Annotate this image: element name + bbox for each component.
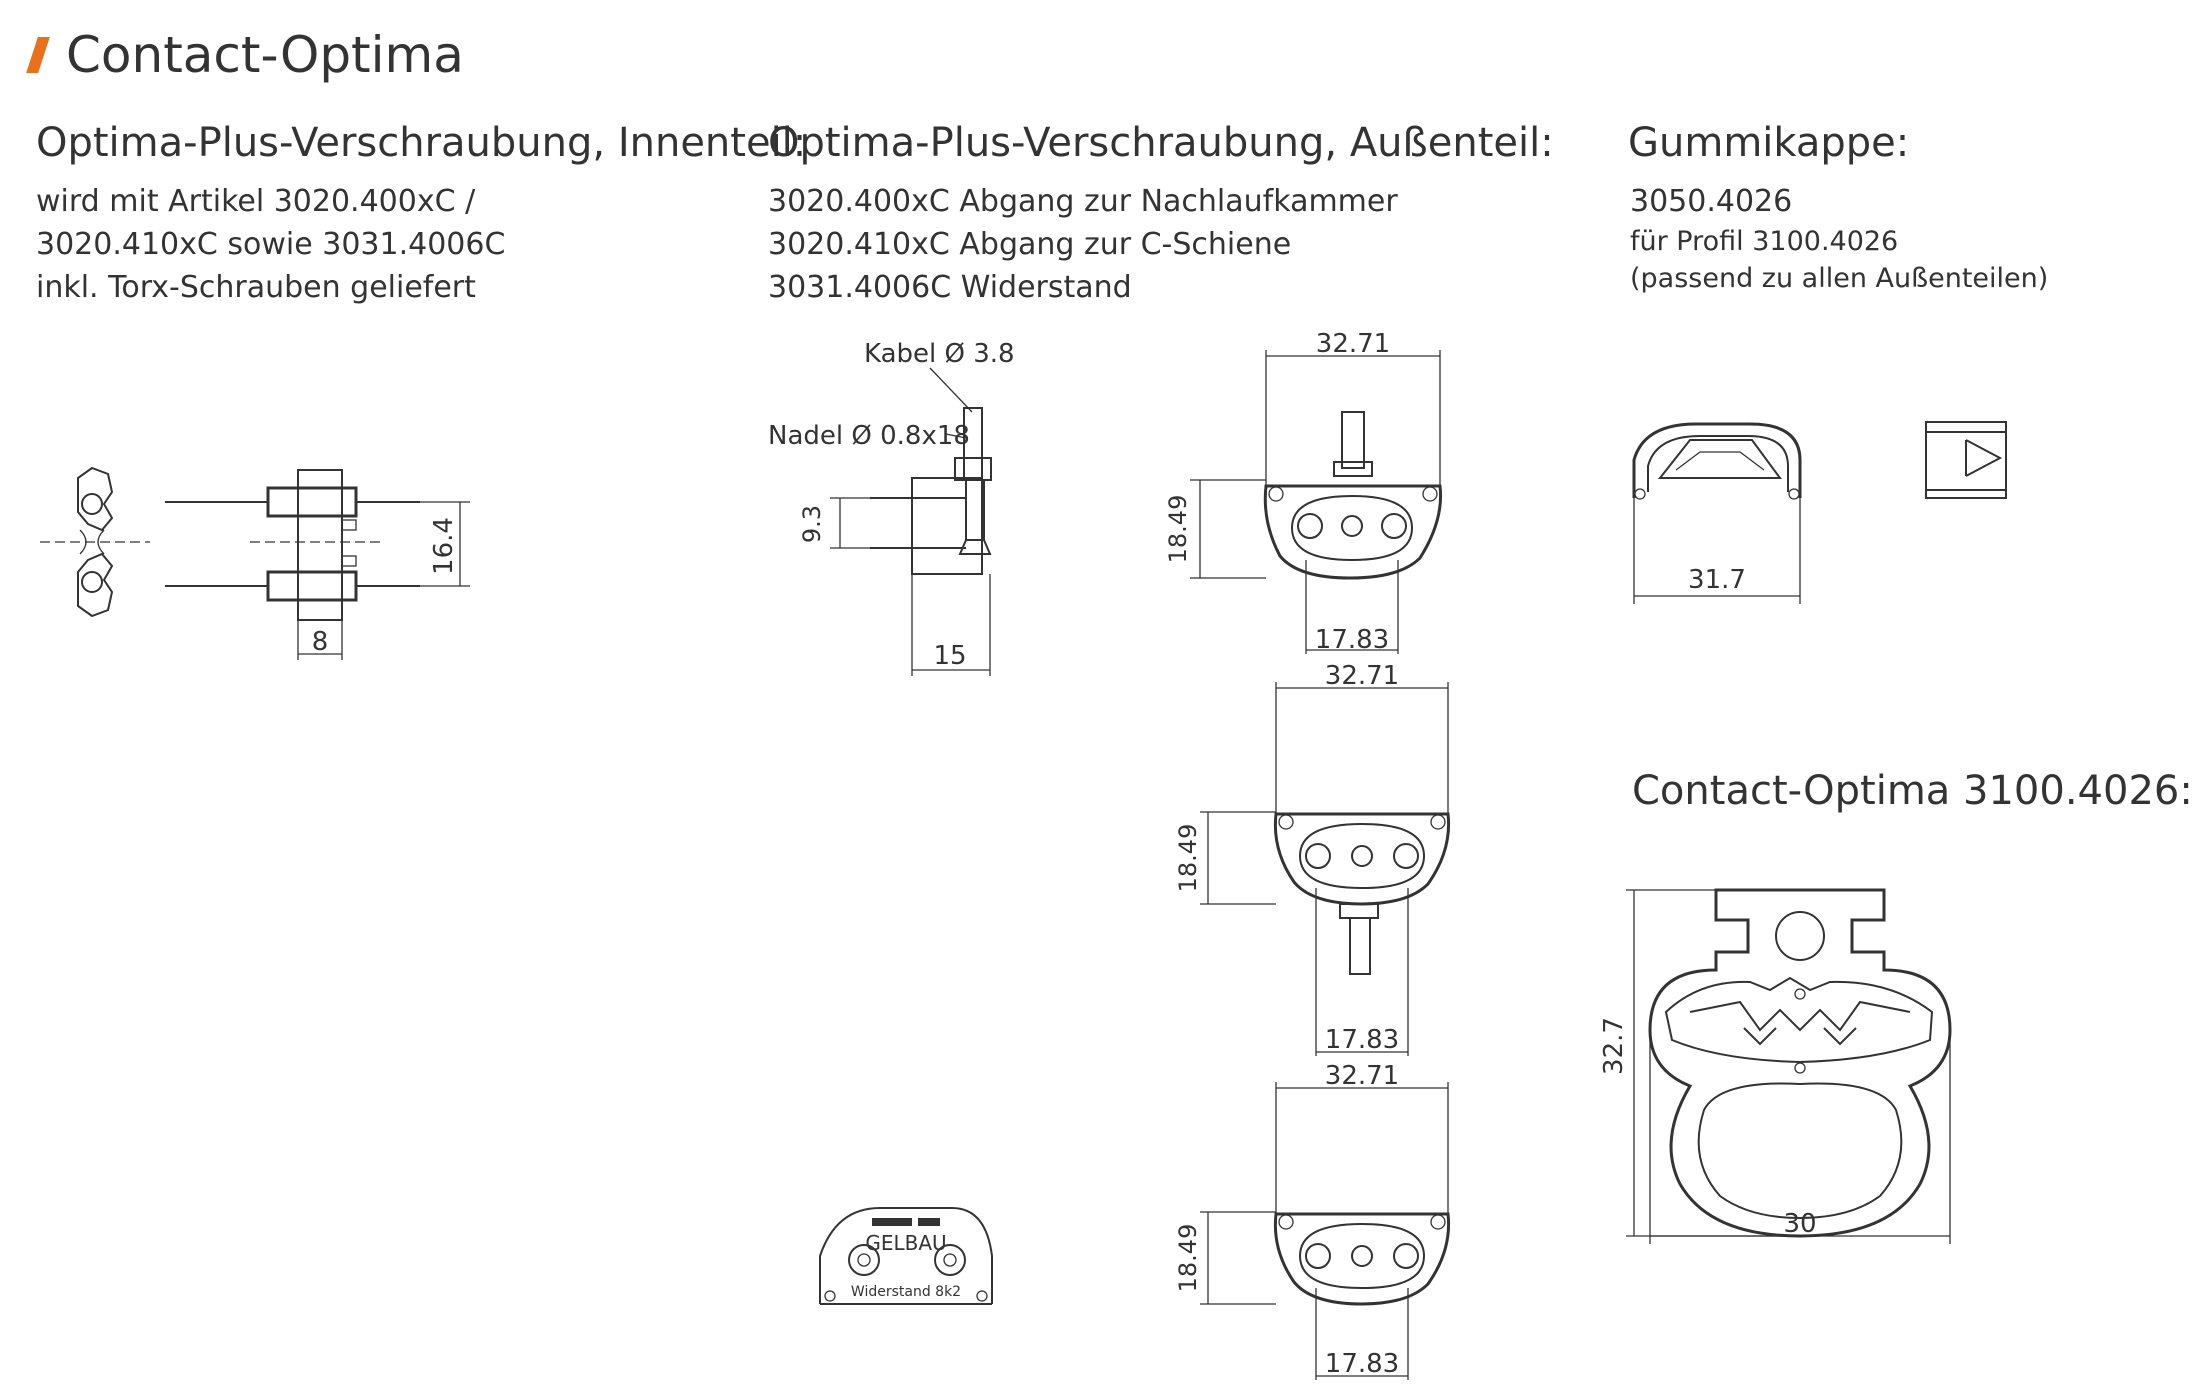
outer-part-side-view: Kabel Ø 3.8 Nadel Ø 0.8x18 9.3 15 — [768, 339, 1015, 676]
profile-drawing: 32.7 30 — [1599, 888, 1952, 1244]
inner-width-dim: 8 — [312, 627, 329, 657]
plate-caption: Widerstand 8k2 — [851, 1284, 961, 1300]
outer-height-dim-1: 18.49 — [1164, 495, 1192, 564]
outer-inner-width-dim-1: 17.83 — [1315, 625, 1389, 655]
outer-section-text: 3020.400xC Abgang zur Nachlaufkammer 302… — [768, 180, 1398, 309]
resistor-plate: GELBAU Widerstand 8k2 — [819, 1207, 993, 1305]
inner-height-dim: 16.4 — [429, 517, 459, 575]
profile-height-dim: 32.7 — [1599, 1017, 1629, 1075]
outer-front-view-2: 32.71 18.49 17.83 — [1174, 661, 1451, 1056]
cap-number: 3050.4026 — [1630, 184, 1793, 219]
cap-width-dim: 31.7 — [1688, 565, 1746, 595]
rubber-cap-side — [1925, 421, 2007, 499]
outer-line-1: 3020.400xC Abgang zur Nachlaufkammer — [768, 184, 1398, 219]
inner-part-front-view — [40, 466, 150, 618]
outer-width-dim-1: 32.71 — [1316, 329, 1390, 359]
inner-part-side-view: 16.4 8 — [165, 469, 470, 660]
outer-line-3: 3031.4006C Widerstand — [768, 270, 1132, 305]
outer-width-dim-3: 32.71 — [1325, 1061, 1399, 1091]
outer-section-title: Optima-Plus-Verschraubung, Außenteil: — [768, 120, 1554, 166]
outer-inner-width-dim-3: 17.83 — [1325, 1349, 1399, 1379]
inner-line-1: wird mit Artikel 3020.400xC / — [36, 184, 476, 219]
outer-height-dim-2: 18.49 — [1174, 824, 1202, 893]
inner-line-2: 3020.410xC sowie 3031.4006C — [36, 227, 506, 262]
plate-brand: GELBAU — [865, 1231, 946, 1255]
profile-section-title: Contact-Optima 3100.4026: — [1632, 768, 2193, 814]
outer-front-view-3: 32.71 18.49 17.83 — [1174, 1061, 1451, 1380]
outer-width-dim-2: 32.71 — [1325, 661, 1399, 691]
needle-label: Nadel Ø 0.8x18 — [768, 421, 970, 451]
side-width-dim: 15 — [933, 641, 966, 671]
outer-inner-width-dim-2: 17.83 — [1325, 1025, 1399, 1055]
side-height-dim: 9.3 — [798, 505, 826, 543]
rubber-cap-front: 31.7 — [1632, 422, 1802, 604]
cap-section-text: 3050.4026 für Profil 3100.4026 (passend … — [1630, 180, 2048, 297]
plate-logo-bars-icon — [872, 1218, 912, 1226]
outer-front-view-1: 32.71 18.49 17.83 — [1164, 329, 1443, 655]
outer-height-dim-3: 18.49 — [1174, 1224, 1202, 1293]
inner-section-text: wird mit Artikel 3020.400xC / 3020.410xC… — [36, 180, 505, 309]
cap-line-2: (passend zu allen Außenteilen) — [1630, 263, 2049, 294]
profile-width-dim: 30 — [1783, 1209, 1816, 1239]
cable-label: Kabel Ø 3.8 — [864, 339, 1015, 369]
page-title-text: Contact-Optima — [66, 26, 464, 84]
page-title: Contact-Optima — [26, 26, 464, 84]
inner-line-3: inkl. Torx-Schrauben geliefert — [36, 270, 476, 305]
outer-line-2: 3020.410xC Abgang zur C-Schiene — [768, 227, 1292, 262]
cap-section-title: Gummikappe: — [1628, 120, 1910, 166]
inner-section-title: Optima-Plus-Verschraubung, Innenteil: — [36, 120, 807, 166]
cap-line-1: für Profil 3100.4026 — [1630, 226, 1899, 257]
